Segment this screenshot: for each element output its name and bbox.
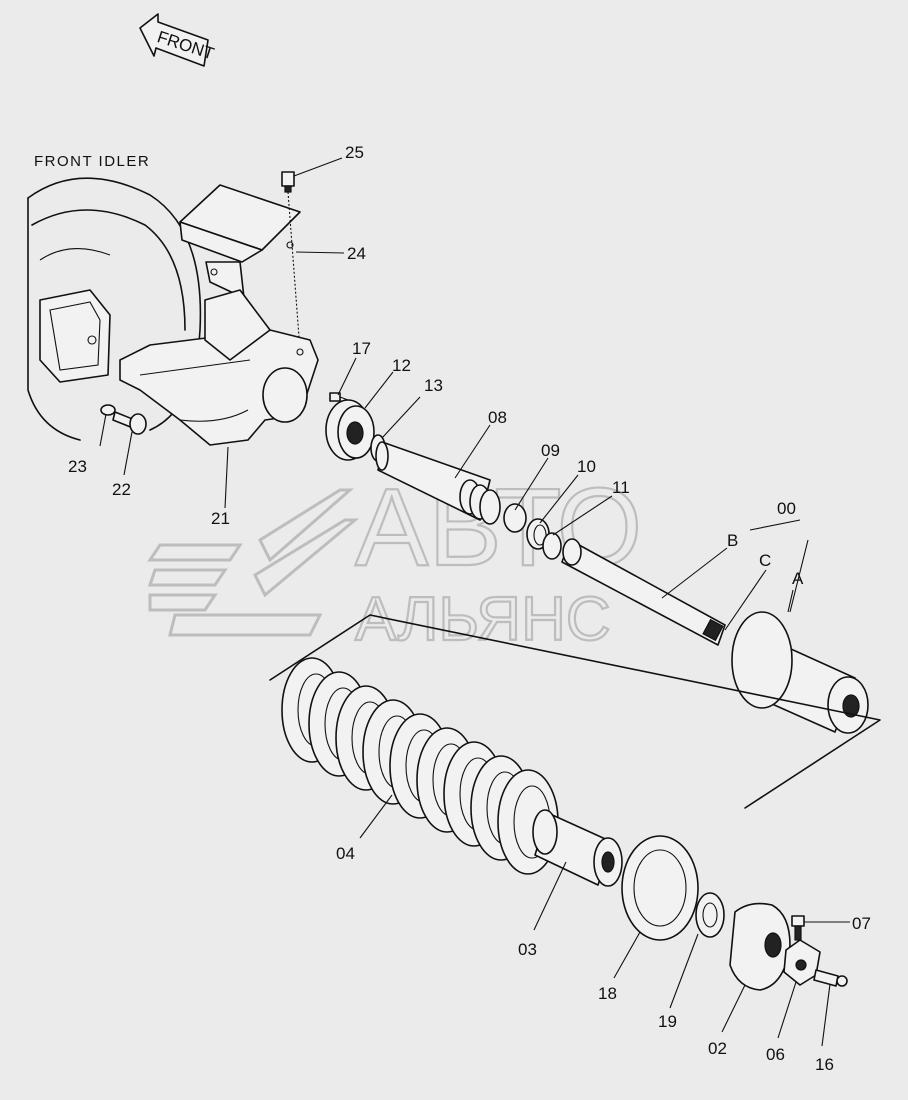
rod-part-08	[375, 441, 501, 525]
diagram-title: FRONT IDLER	[34, 153, 150, 170]
watermark-line2: АЛЬЯНС	[355, 585, 611, 654]
bracket-part-02	[729, 902, 791, 991]
cylinder-part-a	[731, 611, 869, 734]
label-04: 04	[336, 844, 355, 863]
label-24: 24	[347, 244, 366, 263]
label-11: 11	[612, 478, 630, 497]
label-A: A	[792, 569, 804, 588]
bolt-part-25	[281, 171, 301, 351]
label-18: 18	[598, 984, 617, 1003]
label-21: 21	[211, 509, 230, 528]
label-13: 13	[424, 376, 443, 395]
yoke-part-21	[119, 289, 319, 446]
leader-lines	[99, 157, 850, 1047]
label-10: 10	[577, 457, 596, 476]
label-C: C	[759, 551, 771, 570]
flange-part-12	[325, 399, 375, 461]
washer-part-23	[100, 404, 116, 416]
label-B: B	[727, 531, 738, 550]
bolt-part-22	[112, 411, 147, 435]
fitting-part-16	[813, 969, 848, 987]
packing-part-09	[503, 503, 527, 533]
front-direction-arrow: FRONT	[139, 13, 216, 67]
spring-part-04	[281, 657, 559, 875]
bracket-part-24	[179, 184, 301, 299]
label-19: 19	[658, 1012, 677, 1031]
washer-part-19	[695, 892, 725, 938]
label-17: 17	[352, 339, 371, 358]
watermark-logo	[147, 488, 360, 637]
label-02: 02	[708, 1039, 727, 1058]
label-00: 00	[777, 499, 796, 518]
part-labels: 25 24 17 12 13 08 09 10 11 00 B C A 23 2…	[68, 143, 871, 1074]
label-12: 12	[392, 356, 411, 375]
label-08: 08	[488, 408, 507, 427]
label-07: 07	[852, 914, 871, 933]
front-idler-wheel	[27, 177, 202, 441]
label-22: 22	[112, 480, 131, 499]
piston-rod	[561, 538, 726, 646]
bolt-part-07	[791, 915, 805, 941]
label-09: 09	[541, 441, 560, 460]
spacer-part-03	[532, 809, 623, 887]
ring-part-11	[542, 532, 562, 560]
spring-assembly-outline	[269, 614, 881, 809]
label-16: 16	[815, 1055, 834, 1074]
label-06: 06	[766, 1045, 785, 1064]
label-23: 23	[68, 457, 87, 476]
label-25: 25	[345, 143, 364, 162]
washer-part-18	[621, 835, 699, 941]
label-03: 03	[518, 940, 537, 959]
